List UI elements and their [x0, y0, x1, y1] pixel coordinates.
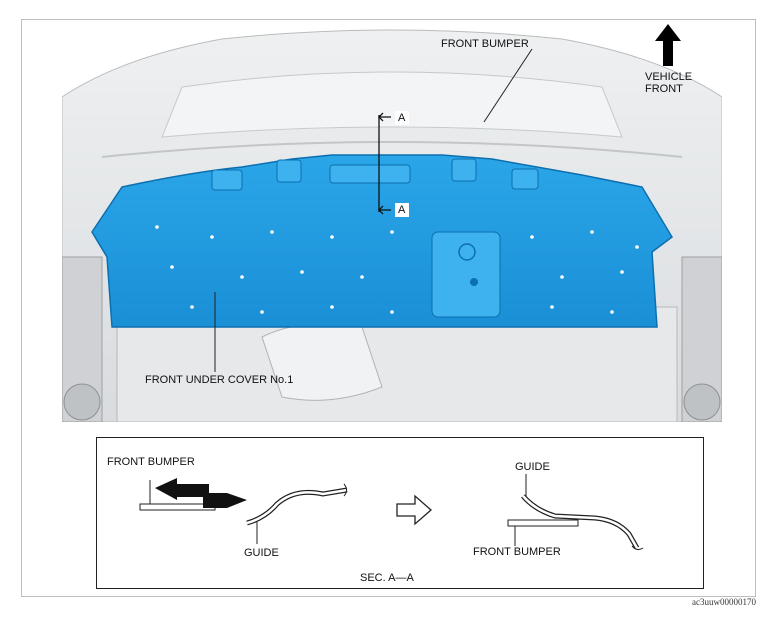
front-bumper-leader	[483, 48, 533, 123]
section-arrow-top	[378, 112, 391, 122]
section-title: SEC. A—A	[360, 572, 414, 584]
access-lid	[261, 323, 383, 401]
section-label-front-bumper-left: FRONT BUMPER	[107, 456, 195, 468]
section-arrow-bottom	[378, 205, 391, 215]
section-label-guide-right: GUIDE	[515, 461, 550, 473]
section-a-a-detail: FRONT BUMPER GUIDE GUIDE FRONT BUMPER SE…	[96, 437, 704, 589]
hollow-right-arrow-icon	[396, 494, 432, 526]
section-bumper-plate-right	[507, 519, 579, 527]
section-label-front-bumper-right: FRONT BUMPER	[473, 546, 561, 558]
push-arrow-icon	[155, 478, 247, 508]
drawing-code: ac3uuw00000170	[692, 597, 756, 607]
label-section-a-bottom: A	[398, 204, 406, 216]
label-section-a-top: A	[398, 112, 406, 124]
section-a-a-drawing	[139, 474, 644, 551]
arrow-up-icon	[655, 24, 681, 66]
front-under-cover-no1-shape	[91, 154, 673, 328]
section-label-guide-bottom: GUIDE	[244, 547, 279, 559]
label-front-under-cover: FRONT UNDER COVER No.1	[145, 374, 294, 386]
front-under-cover-illustration	[62, 29, 722, 422]
label-front-bumper: FRONT BUMPER	[441, 38, 529, 50]
label-vehicle-front: VEHICLE FRONT	[645, 71, 693, 95]
